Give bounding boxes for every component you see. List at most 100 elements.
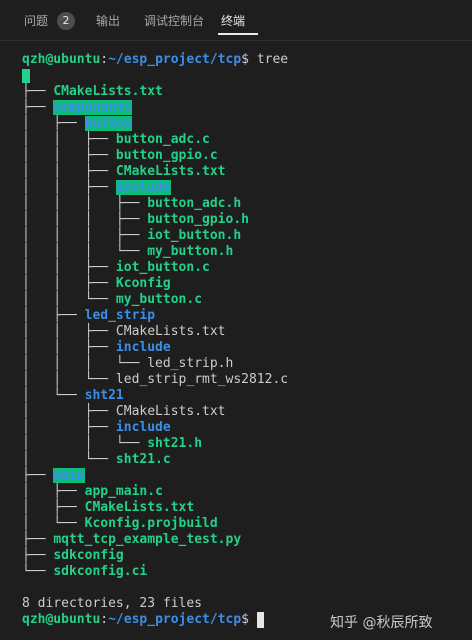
tree-branch: ├── (22, 532, 54, 547)
file-name: led_strip.h (147, 356, 234, 371)
file-name: Kconfig (115, 276, 171, 291)
tree-entry: │ ├── include (22, 420, 171, 436)
tree-branch: │ │ └── (22, 436, 148, 451)
active-tab-indicator (218, 33, 258, 35)
tree-entry: │ │ ├── iot_button.c (22, 260, 210, 276)
tree-entry: ├── components (22, 100, 132, 116)
file-name: button_adc.c (115, 132, 210, 147)
tree-branch: │ │ └── (22, 372, 116, 387)
directory-name: include (115, 180, 171, 195)
file-name: led_strip_rmt_ws2812.c (115, 372, 289, 387)
tree-branch: │ │ │ └── (22, 356, 148, 371)
file-name: sdkconfig (53, 548, 124, 563)
tree-entry: │ │ ├── CMakeLists.txt (22, 324, 226, 340)
terminal-output[interactable]: qzh@ubuntu:~/esp_project/tcp$ tree ├── C… (0, 40, 472, 640)
tree-branch: └── (22, 564, 54, 579)
tree-branch: │ │ └── (22, 292, 116, 307)
tree-branch: │ ├── (22, 308, 85, 323)
tree-entry: │ └── sht21 (22, 388, 124, 404)
tree-entry: │ │ │ ├── button_adc.h (22, 196, 241, 212)
tab-terminal[interactable]: 终端 (221, 14, 246, 28)
file-name: CMakeLists.txt (84, 500, 195, 515)
tree-branch: │ │ ├── (22, 276, 116, 291)
tree-branch: │ │ │ ├── (22, 196, 148, 211)
prompt-separator: : (100, 52, 109, 67)
tab-output[interactable]: 输出 (96, 14, 121, 28)
terminal-cursor (256, 612, 264, 628)
tree-entry: │ │ │ ├── iot_button.h (22, 228, 241, 244)
tree-branch: │ │ ├── (22, 180, 116, 195)
file-name: iot_button.c (115, 260, 210, 275)
directory-name: sht21 (84, 388, 124, 403)
tree-entry: │ ├── button (22, 116, 132, 132)
problems-count-badge: 2 (57, 12, 75, 30)
tree-entry: │ │ ├── button_gpio.c (22, 148, 218, 164)
tree-branch: │ ├── (22, 420, 116, 435)
tree-branch: │ ├── (22, 500, 85, 515)
directory-name: include (115, 340, 171, 355)
prompt-user: qzh@ubuntu (22, 612, 101, 627)
tree-entry: │ │ └── led_strip_rmt_ws2812.c (22, 372, 288, 388)
tree-entry: │ ├── CMakeLists.txt (22, 500, 194, 516)
tree-entry: │ ├── CMakeLists.txt (22, 404, 226, 420)
file-name: my_button.h (147, 244, 234, 259)
tree-branch: │ │ ├── (22, 132, 116, 147)
file-name: button_adc.h (147, 196, 242, 211)
file-name: CMakeLists.txt (115, 404, 226, 419)
tree-branch: ├── (22, 100, 54, 115)
directory-name: components (53, 100, 132, 115)
tree-entry: │ │ │ ├── button_gpio.h (22, 212, 249, 228)
tree-entry: │ │ │ └── my_button.h (22, 244, 233, 260)
prompt-path: ~/esp_project/tcp (108, 52, 242, 67)
tree-entry: │ │ └── my_button.c (22, 292, 202, 308)
directory-name: led_strip (84, 308, 156, 323)
tree-branch: │ └── (22, 452, 116, 467)
prompt-symbol: $ (241, 612, 249, 627)
tree-branch: ├── (22, 84, 54, 99)
tree-entry: │ │ ├── button_adc.c (22, 132, 210, 148)
tree-entry: │ │ ├── Kconfig (22, 276, 171, 292)
tree-entry: ├── CMakeLists.txt (22, 84, 163, 100)
tree-entry: │ │ ├── include (22, 180, 171, 196)
directory-name: main (53, 468, 85, 483)
tree-branch: ├── (22, 548, 54, 563)
tree-entry: │ │ ├── include (22, 340, 171, 356)
directory-name: button (84, 116, 132, 131)
tree-branch: │ ├── (22, 404, 116, 419)
tree-branch: │ │ ├── (22, 260, 116, 275)
file-name: CMakeLists.txt (115, 324, 226, 339)
prompt-user: qzh@ubuntu (22, 52, 101, 67)
tree-branch: │ └── (22, 388, 85, 403)
tree-branch: │ │ │ ├── (22, 228, 148, 243)
prompt-command: tree (249, 52, 289, 67)
prompt-path: ~/esp_project/tcp (108, 612, 242, 627)
tree-branch: │ ├── (22, 484, 85, 499)
file-name: sht21.h (147, 436, 203, 451)
tree-entry: │ │ └── sht21.h (22, 436, 202, 452)
tree-branch: │ │ ├── (22, 340, 116, 355)
tree-branch: │ │ ├── (22, 148, 116, 163)
prompt-line-2: qzh@ubuntu:~/esp_project/tcp$ (22, 612, 264, 628)
tree-entry: │ │ ├── CMakeLists.txt (22, 164, 226, 180)
prompt-separator: : (100, 612, 109, 627)
tab-debug-console[interactable]: 调试控制台 (144, 14, 205, 28)
file-name: mqtt_tcp_example_test.py (53, 532, 242, 547)
watermark: 知乎 @秋辰所致 (330, 615, 433, 631)
tree-entry: ├── main (22, 468, 85, 484)
file-name: app_main.c (84, 484, 163, 499)
tree-entry: │ │ │ └── led_strip.h (22, 356, 233, 372)
tree-branch: │ │ │ └── (22, 244, 148, 259)
file-name: sdkconfig.ci (53, 564, 148, 579)
tree-entry: │ └── sht21.c (22, 452, 171, 468)
directory-name: include (115, 420, 171, 435)
panel-tab-bar: 问题 2 输出 调试控制台 终端 (0, 0, 472, 41)
tree-branch: │ │ ├── (22, 164, 116, 179)
tree-entry: │ ├── app_main.c (22, 484, 163, 500)
file-name: CMakeLists.txt (115, 164, 226, 179)
tree-root-marker (22, 69, 30, 83)
tree-branch: ├── (22, 468, 54, 483)
tree-branch: │ │ ├── (22, 324, 116, 339)
tab-problems[interactable]: 问题 (24, 14, 49, 28)
tree-entry: └── sdkconfig.ci (22, 564, 147, 580)
file-name: iot_button.h (147, 228, 242, 243)
